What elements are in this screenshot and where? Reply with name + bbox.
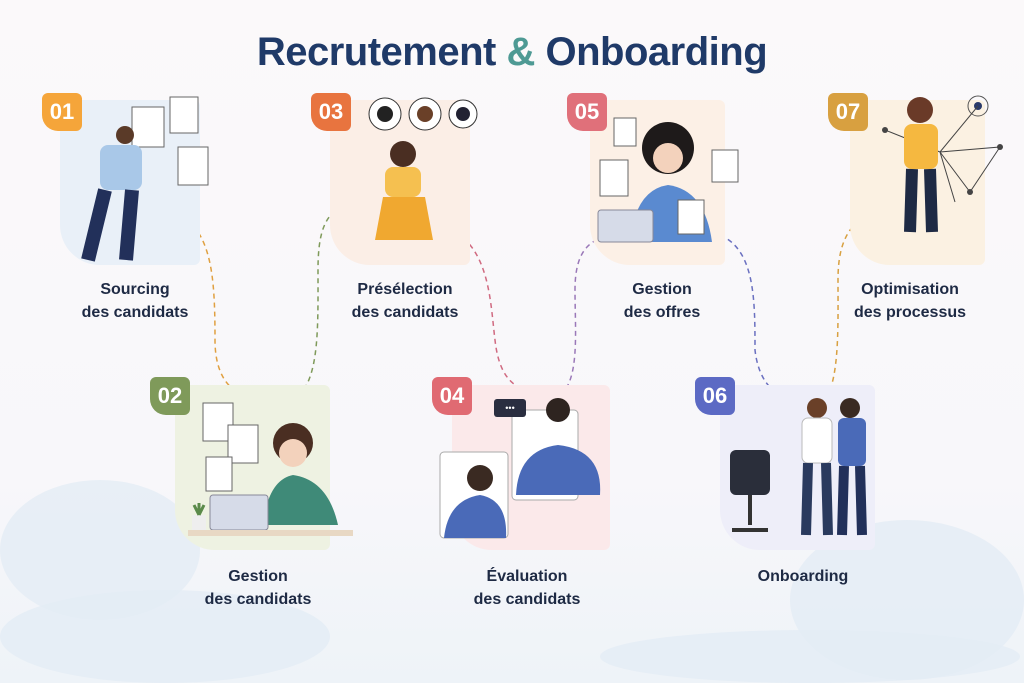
step-01-label-line1: Sourcing xyxy=(100,281,170,298)
connector-02-03 xyxy=(289,199,366,401)
step-07-label-line2: des processus xyxy=(853,304,967,321)
step-02-label-line1: Gestion xyxy=(228,568,288,585)
step-07-label-line1: Optimisation xyxy=(861,281,959,298)
title-part1: Recrutement xyxy=(256,30,497,74)
step-06-label: Onboarding xyxy=(703,565,903,588)
step-07-label: Optimisation des processus xyxy=(810,278,1010,324)
evaluation-illustration xyxy=(439,398,601,539)
step-03-label-line2: des candidats xyxy=(351,304,459,321)
preselection-illustration xyxy=(368,97,478,240)
sourcing-illustration xyxy=(81,96,209,262)
step-06-badge: 06 xyxy=(695,377,735,415)
step-04-label-line1: Évaluation xyxy=(486,568,568,585)
step-05-label: Gestion des offres xyxy=(562,278,762,324)
step-05-badge: 05 xyxy=(567,93,607,131)
title-part2: Onboarding xyxy=(545,30,768,74)
cloud-decoration xyxy=(0,590,330,683)
optimisation-illustration xyxy=(882,95,1003,233)
connector-05-06 xyxy=(719,234,821,406)
step-05-label-line2: des offres xyxy=(623,304,701,321)
step-07-badge: 07 xyxy=(828,93,868,131)
connector-04-05 xyxy=(559,234,611,396)
step-02-badge: 02 xyxy=(150,377,190,415)
step-02-label-line2: des candidats xyxy=(204,591,312,608)
step-04-badge: 04 xyxy=(432,377,472,415)
page-title: Recrutement & Onboarding xyxy=(0,30,1024,75)
cloud-decoration xyxy=(600,630,1020,683)
chat-bubble: ••• xyxy=(494,399,526,417)
step-04-label-line2: des candidats xyxy=(473,591,581,608)
gestion-candidats-illustration xyxy=(188,402,353,536)
onboarding-illustration xyxy=(730,398,867,536)
step-03-badge: 03 xyxy=(311,93,351,131)
step-01-label: Sourcing des candidats xyxy=(35,278,235,324)
step-01-badge: 01 xyxy=(42,93,82,131)
connector-06-07 xyxy=(819,211,871,406)
step-05-label-line1: Gestion xyxy=(632,281,692,298)
step-04-label: Évaluation des candidats xyxy=(427,565,627,611)
step-03-label-line1: Présélection xyxy=(357,281,453,298)
step-03-label: Présélection des candidats xyxy=(305,278,505,324)
step-06-label-line1: Onboarding xyxy=(757,568,849,585)
title-ampersand: & xyxy=(506,30,535,74)
gestion-offres-illustration xyxy=(597,117,739,243)
step-02-label: Gestion des candidats xyxy=(158,565,358,611)
step-01-label-line2: des candidats xyxy=(81,304,189,321)
